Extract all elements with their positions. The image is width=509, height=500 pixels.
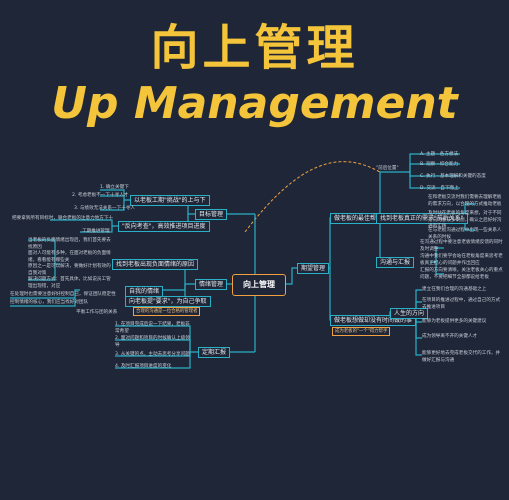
title-english: Up Management [51,78,458,129]
emotion-leaf: 在处理时也需要注意好好控制自己，保证团队稳定性 [10,292,116,297]
relation-leaf: 能够为老板提供更多的关键建议 [422,319,487,324]
emotion-para: 原因之一是可以解决，要做好计划有效的自我对策 [28,264,111,276]
relation-note: 成为老板的"一个"得力帮手 [332,327,391,336]
topA-leaf: D. 交流 - 自下而上 [420,186,459,191]
emotion-leaf: 平衡工作与团的关系 [76,310,118,315]
topA-leaf: A. 主题 - 各方想法 [420,152,459,157]
branch-emotion: 情绪管理 [195,279,228,290]
topB-para: 在与老板沟通过程中出现一些关系人关系的时候 [428,228,502,240]
topB-para: 在和老板交流时我们需要去理解老板的需求方向，以合理的方式推动老板 [428,195,502,207]
relation-leaf: 能够更好地去完成老板交代的工作，并做好汇报与沟通 [422,351,501,363]
topA-leaf: B. 观察 - 综合能力 [420,162,459,167]
topC-para: 沟通中我们要学会站在老板角度来思考老板真正担心的问题并作出回应 [420,254,503,266]
central-topic: 向上管理 [232,274,286,296]
topA-center: "前后位置" [376,166,399,171]
branch-expectation: 期望管理 [297,263,330,274]
expectation-topB: 找到老板真正的需求"前后关系" [376,213,468,224]
branch-relation: 做老板想做却没有时间做的事 [330,315,417,326]
report-leaf: 3. 从关键的点，主动去思考分享问题 [115,352,190,357]
expectation-topC: 沟通与汇报 [376,257,415,268]
emotion-note: 合理的沟通是一位合格的管理者 [133,307,201,316]
title-chinese: 向上管理 [150,20,359,76]
target-leaf: 工期推进管理 [82,229,110,234]
target-child-1: 以老板工期"挑战"的上与下 [130,195,210,206]
relation-leaf: 成为领导离不开的关键人才 [422,334,478,339]
target-leaf: 3. 与绩效无法关系一下十寻人 [74,206,135,211]
report-leaf: 4. 及时汇报项目进度的变化 [115,364,172,369]
target-leaf: 1. 确立关键下 [100,185,129,190]
target-leaf: 2. 考虑老板不一下十寻人才 [72,193,129,198]
branch-report: 定期汇报 [198,347,231,358]
emotion-para: 当老板的负面情绪出现后，我们首先要去找原因 [28,238,111,250]
emotion-para: 解决问题方式：首先具体，比如说员工管理出现错，对应 [28,277,111,289]
target-child-2: "反向考查"，高效推进项目进度 [118,221,210,232]
topC-para: 汇报的方向要清晰，关注老板关心的重点问题，不要把细节全部都说给老板 [420,268,503,280]
emotion-leaf: 控制情绪的核心，我们应当找好对团队 [10,300,89,305]
relation-leaf: 建立在我们合理的沟通基础之上 [422,287,487,292]
topC-para: 在沟通过程中要注意老板情绪反馈的同时及时调整 [420,240,503,252]
relation-child: 人生的方向 [390,308,429,319]
branch-target: 目标管理 [195,209,228,220]
emotion-child-1: 找到老板出现负面情绪的原因 [112,259,199,270]
emotion-para: 面对人可能有多种，在面对老板的负面情绪，看看能有哪些关 [28,251,111,263]
relation-leaf: 在项目的推进过程中，通过自己的方式去推进项目 [422,298,501,310]
report-leaf: 1. 在项目完成后说一下结果，老板非常希望 [115,322,190,334]
emotion-child-3: 向老板提"要求"，为自己争取 [125,296,211,307]
report-leaf: 2. 面对问题和项目的时候确认上级领导 [115,336,190,348]
topB-para: 及时站在老板的角度来想，对于不同方向的想法多次想，确认之后好好沟通再实践 [428,211,502,229]
target-leaf: 把要拿到所有目标时，联合老板的注意力地方下十 [12,216,114,221]
topA-leaf: C. 执行 - 基本理解和关键的态度 [420,174,486,179]
